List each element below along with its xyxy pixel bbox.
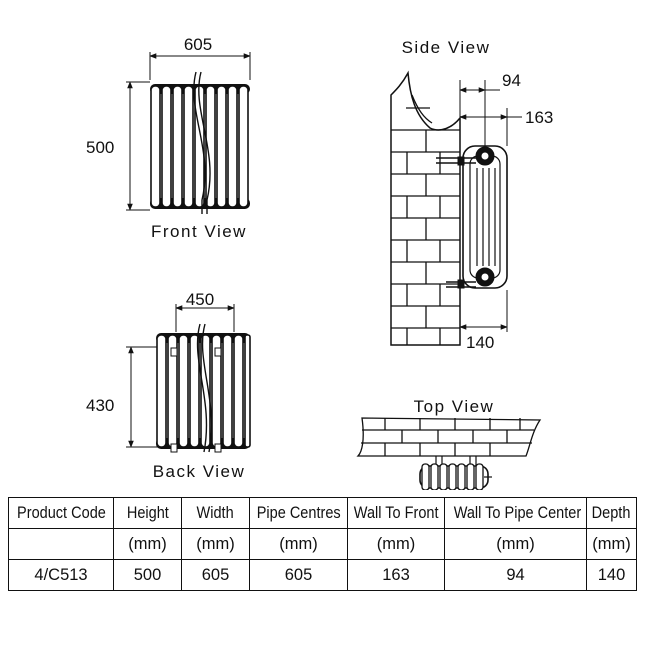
back-height-label: 430 bbox=[86, 396, 114, 415]
front-width-label: 605 bbox=[184, 35, 212, 54]
unit-cell bbox=[8, 528, 114, 560]
value-product-code: 4/C513 bbox=[8, 559, 114, 591]
top-radiator-illustration bbox=[419, 456, 492, 490]
header-wall-to-pipe-center: Wall To Pipe Center bbox=[444, 497, 587, 529]
brick-wall-section bbox=[390, 70, 461, 346]
top-view: Top View bbox=[356, 397, 542, 490]
unit-cell: (mm) bbox=[347, 528, 445, 560]
value-depth: 140 bbox=[586, 559, 637, 591]
front-view-title: Front View bbox=[151, 222, 247, 241]
side-radiator-illustration bbox=[436, 145, 508, 289]
header-depth: Depth bbox=[586, 497, 637, 529]
spec-data-row: 4/C513 500 605 605 163 94 140 bbox=[8, 559, 637, 591]
spec-header-row: Product Code Height Width Pipe Centres W… bbox=[8, 497, 637, 529]
unit-cell: (mm) bbox=[444, 528, 587, 560]
value-height: 500 bbox=[113, 559, 182, 591]
back-radiator-illustration bbox=[156, 323, 251, 453]
top-wall-section bbox=[356, 417, 542, 457]
spec-units-row: (mm) (mm) (mm) (mm) (mm) (mm) bbox=[8, 528, 637, 560]
product-spec-table: Product Code Height Width Pipe Centres W… bbox=[8, 497, 637, 591]
front-view: 605 500 Front View bbox=[86, 35, 251, 241]
header-pipe-centres: Pipe Centres bbox=[249, 497, 348, 529]
header-height: Height bbox=[113, 497, 182, 529]
unit-cell: (mm) bbox=[181, 528, 250, 560]
unit-cell: (mm) bbox=[113, 528, 182, 560]
front-radiator-illustration bbox=[150, 71, 250, 214]
back-width-label: 450 bbox=[186, 290, 214, 309]
unit-cell: (mm) bbox=[249, 528, 348, 560]
side-wall-to-front-label: 163 bbox=[525, 108, 553, 127]
top-view-title: Top View bbox=[414, 397, 495, 416]
value-wall-to-pipe-center: 94 bbox=[444, 559, 587, 591]
unit-cell: (mm) bbox=[586, 528, 637, 560]
value-width: 605 bbox=[181, 559, 250, 591]
back-view: 450 430 bbox=[86, 290, 251, 481]
value-pipe-centres: 605 bbox=[249, 559, 348, 591]
header-wall-to-front: Wall To Front bbox=[347, 497, 445, 529]
side-wall-to-pipe-label: 94 bbox=[502, 71, 521, 90]
side-view: Side View bbox=[390, 38, 553, 352]
value-wall-to-front: 163 bbox=[347, 559, 445, 591]
header-width: Width bbox=[181, 497, 250, 529]
side-view-title: Side View bbox=[402, 38, 491, 57]
side-depth-label: 140 bbox=[466, 333, 494, 352]
back-view-title: Back View bbox=[153, 462, 246, 481]
header-product-code: Product Code bbox=[8, 497, 114, 529]
side-dimensions bbox=[459, 80, 522, 332]
radiator-technical-drawing: 605 500 Front View bbox=[86, 35, 553, 490]
front-height-label: 500 bbox=[86, 138, 114, 157]
